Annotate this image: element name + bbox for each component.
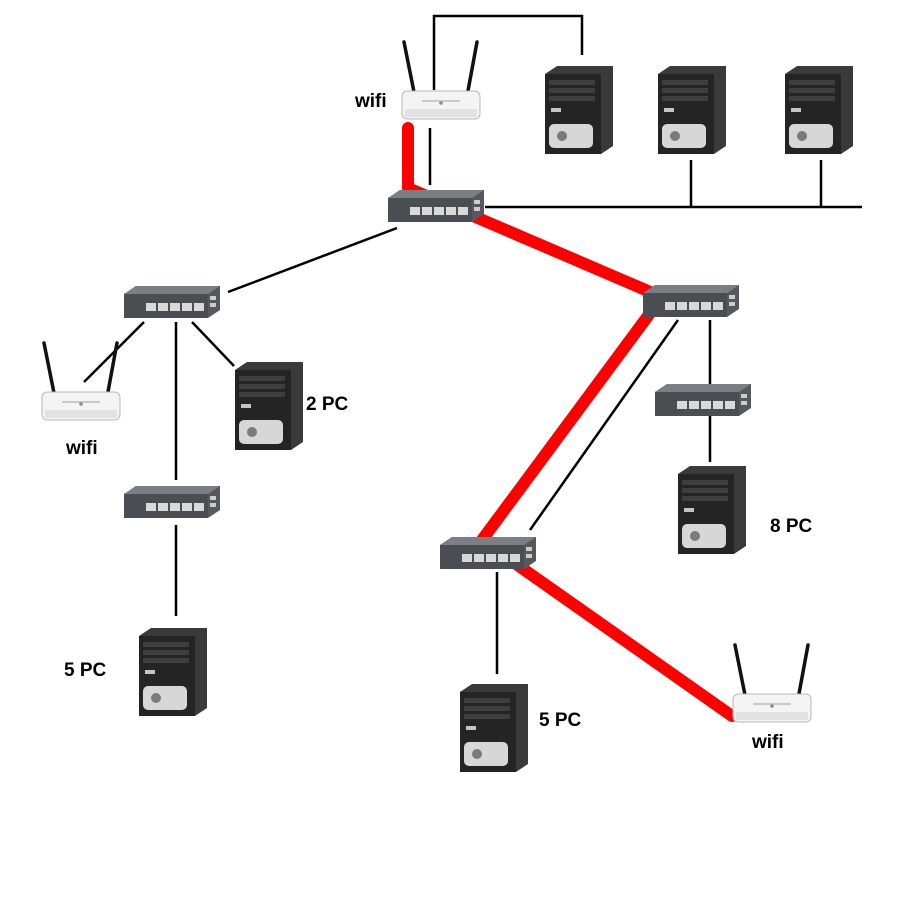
pc-count-label-left-small: 2 PC bbox=[306, 394, 349, 415]
network-switch-icon bbox=[643, 285, 739, 317]
wifi-label-top: wifi bbox=[354, 91, 387, 112]
network-switch-icon bbox=[124, 286, 220, 318]
wifi-label-bottom: wifi bbox=[751, 732, 784, 753]
link-switch-right-to-switch-center bbox=[528, 319, 680, 531]
wifi-router-icon bbox=[40, 341, 122, 422]
pc-count-label-right: 8 PC bbox=[770, 516, 813, 537]
desktop-tower-icon bbox=[460, 684, 528, 772]
pc-count-label-left-bottom: 5 PC bbox=[64, 660, 107, 681]
desktop-tower-icon bbox=[785, 66, 853, 154]
link-switch-top-to-switch-left bbox=[227, 226, 398, 294]
network-switch-icon bbox=[440, 537, 536, 569]
network-switch-icon bbox=[388, 190, 484, 222]
wifi-label-left: wifi bbox=[65, 438, 98, 459]
desktop-tower-icon bbox=[678, 466, 746, 554]
desktop-tower-icon bbox=[139, 628, 207, 716]
desktop-tower-icon bbox=[235, 362, 303, 450]
link-switch-left-to-pc-left bbox=[191, 321, 235, 367]
wifi-router-icon bbox=[400, 40, 482, 121]
network-switch-icon bbox=[655, 384, 751, 416]
wifi-router-icon bbox=[731, 643, 813, 724]
desktop-tower-icon bbox=[658, 66, 726, 154]
black-links bbox=[83, 14, 862, 674]
desktop-tower-icon bbox=[545, 66, 613, 154]
network-switch-icon bbox=[124, 486, 220, 518]
link-router-top-to-pc-top-left bbox=[432, 14, 584, 90]
pc-count-label-center-bottom: 5 PC bbox=[539, 710, 582, 731]
